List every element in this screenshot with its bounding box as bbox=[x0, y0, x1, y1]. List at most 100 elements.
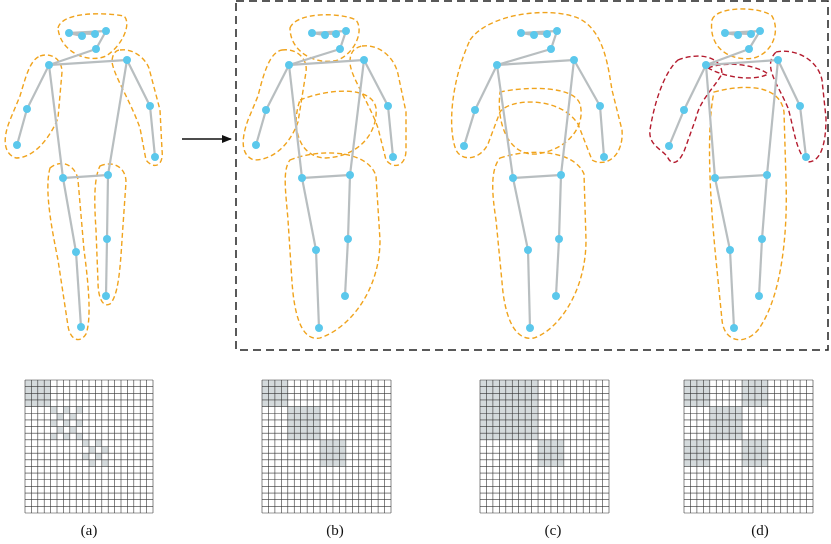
joint-9 bbox=[384, 102, 392, 110]
bone-13 bbox=[765, 59, 780, 176]
matrix-cell bbox=[82, 453, 89, 460]
bone-2 bbox=[311, 29, 347, 35]
joint-15 bbox=[103, 235, 111, 243]
bone-8 bbox=[573, 59, 601, 107]
bone-8 bbox=[777, 59, 801, 107]
highlight-outline-3 bbox=[769, 50, 827, 163]
matrix-cell bbox=[76, 419, 83, 427]
joint-9 bbox=[596, 102, 604, 110]
joint-5 bbox=[285, 61, 293, 69]
joint-6 bbox=[680, 106, 688, 114]
joint-5 bbox=[493, 61, 501, 69]
adjacency-matrix-c bbox=[479, 379, 610, 514]
adjacency-matrix-b bbox=[261, 379, 392, 514]
joint-11 bbox=[59, 174, 67, 182]
adjacency-matrix-a bbox=[24, 379, 154, 514]
joint-2 bbox=[543, 30, 551, 38]
bone-9 bbox=[798, 105, 808, 158]
joint-0 bbox=[721, 29, 729, 37]
joint-15 bbox=[758, 235, 766, 243]
matrix-cell bbox=[63, 406, 70, 414]
panel-label-b: (b) bbox=[326, 523, 344, 539]
joint-8 bbox=[570, 56, 578, 64]
matrix-cell bbox=[50, 406, 57, 414]
joint-7 bbox=[460, 142, 468, 150]
matrix-cell bbox=[95, 453, 102, 460]
bone-11 bbox=[511, 177, 530, 251]
matrix-cell bbox=[76, 406, 83, 414]
bone-16 bbox=[757, 238, 764, 297]
group-outline-2 bbox=[492, 151, 587, 339]
bone-5 bbox=[474, 64, 498, 111]
bone-11 bbox=[713, 177, 732, 251]
group-outline-3 bbox=[47, 162, 90, 341]
bone-14 bbox=[301, 173, 351, 180]
bone-8 bbox=[363, 59, 389, 107]
group-outline-1 bbox=[708, 86, 787, 341]
matrix-cell bbox=[101, 459, 109, 467]
joint-16 bbox=[755, 292, 763, 300]
joint-12 bbox=[72, 248, 80, 256]
bone-8 bbox=[126, 59, 151, 107]
bone-5 bbox=[26, 64, 50, 110]
joint-12 bbox=[312, 246, 320, 254]
joint-7 bbox=[665, 142, 673, 150]
bone-10 bbox=[704, 64, 717, 179]
joint-16 bbox=[341, 292, 349, 300]
joint-6 bbox=[471, 106, 479, 114]
bone-15 bbox=[557, 174, 563, 240]
joint-8 bbox=[123, 56, 131, 64]
group-outline-0 bbox=[710, 8, 777, 60]
joint-2 bbox=[747, 30, 755, 38]
bone-6 bbox=[254, 109, 268, 146]
joint-13 bbox=[526, 324, 534, 332]
matrix-cell bbox=[63, 419, 70, 427]
bone-2 bbox=[520, 29, 558, 35]
matrix-cell bbox=[69, 413, 77, 420]
bone-16 bbox=[343, 238, 350, 297]
bone-7 bbox=[705, 58, 779, 67]
bone-14 bbox=[512, 173, 562, 180]
group-outline-4 bbox=[284, 152, 381, 339]
bone-11 bbox=[61, 177, 78, 253]
joint-6 bbox=[23, 105, 31, 113]
bone-10 bbox=[495, 64, 515, 179]
joint-9 bbox=[796, 102, 804, 110]
joint-1 bbox=[78, 32, 86, 40]
joint-3 bbox=[342, 27, 350, 35]
matrix-cell bbox=[57, 426, 64, 434]
joint-14 bbox=[346, 171, 354, 179]
joint-12 bbox=[726, 246, 734, 254]
matrix-cell bbox=[89, 459, 96, 467]
joint-8 bbox=[774, 56, 782, 64]
joint-4 bbox=[92, 45, 100, 53]
bone-12 bbox=[728, 249, 736, 329]
joint-13 bbox=[315, 324, 323, 332]
joint-13 bbox=[77, 323, 85, 331]
joint-4 bbox=[547, 45, 555, 53]
joint-3 bbox=[756, 27, 764, 35]
bone-12 bbox=[526, 249, 532, 329]
matrix-cell bbox=[95, 439, 102, 447]
bone-15 bbox=[760, 174, 769, 240]
group-outline-4 bbox=[94, 163, 127, 306]
joint-14 bbox=[763, 171, 771, 179]
joint-10 bbox=[802, 153, 810, 161]
matrix-cell bbox=[89, 446, 96, 454]
joint-10 bbox=[389, 153, 397, 161]
matrix-cell bbox=[57, 413, 64, 420]
bone-13 bbox=[106, 59, 129, 176]
bone-4 bbox=[48, 47, 97, 67]
joint-4 bbox=[336, 45, 344, 53]
joint-7 bbox=[252, 141, 260, 149]
joint-5 bbox=[45, 61, 53, 69]
joint-0 bbox=[517, 29, 525, 37]
joint-12 bbox=[524, 246, 532, 254]
skeleton-a bbox=[4, 13, 163, 341]
bone-6 bbox=[15, 108, 29, 146]
joint-14 bbox=[557, 171, 565, 179]
panel-label-a: (a) bbox=[81, 523, 98, 539]
bone-2 bbox=[68, 29, 107, 35]
joint-7 bbox=[13, 141, 21, 149]
